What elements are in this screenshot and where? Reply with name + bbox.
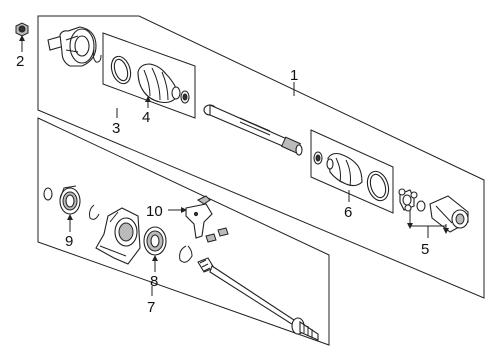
lower-assembly-panel (37, 117, 330, 346)
snap-ring-lower-left (89, 204, 100, 220)
nut-part-2 (15, 22, 29, 37)
bolt-lower (205, 233, 217, 243)
bearing-part-8 (143, 226, 167, 256)
callout-4: 4 (142, 109, 150, 126)
bearing-part-9 (59, 185, 81, 215)
callout-1: 1 (290, 67, 298, 84)
inner-cv-joint (47, 26, 97, 67)
small-ring-left (43, 187, 53, 201)
bolt-upper (197, 195, 211, 205)
boot-part-6 (326, 152, 363, 187)
snap-ring-8 (179, 245, 193, 263)
callout-9: 9 (65, 233, 73, 250)
callout-5: 5 (421, 241, 429, 258)
callout-8: 8 (150, 273, 158, 290)
callout-7: 7 (147, 299, 155, 316)
small-clamp-6 (313, 151, 323, 165)
callout-6: 6 (344, 204, 352, 221)
upper-assembly-panel (37, 15, 485, 299)
tripod-spider (398, 188, 418, 212)
boot-clamp-small-4 (180, 90, 190, 104)
callout-2: 2 (16, 53, 24, 70)
callout-10: 10 (146, 203, 163, 220)
intermediate-shaft (197, 257, 319, 341)
snap-ring-upper-left (92, 49, 102, 63)
bearing-carrier-bracket (95, 207, 141, 265)
bolt-right (217, 227, 229, 237)
boot-kit-box-4 (102, 32, 196, 119)
outer-housing-5 (429, 195, 469, 233)
bracket-part-10 (185, 203, 213, 239)
callout-3: 3 (112, 120, 120, 137)
retaining-ring-5 (416, 200, 426, 212)
boot-clamp-large (110, 55, 132, 85)
half-shaft (203, 104, 303, 156)
boot-kit-box-6 (310, 129, 394, 214)
boot-clamp-large-6 (366, 170, 390, 202)
boot-part-4 (137, 63, 181, 104)
